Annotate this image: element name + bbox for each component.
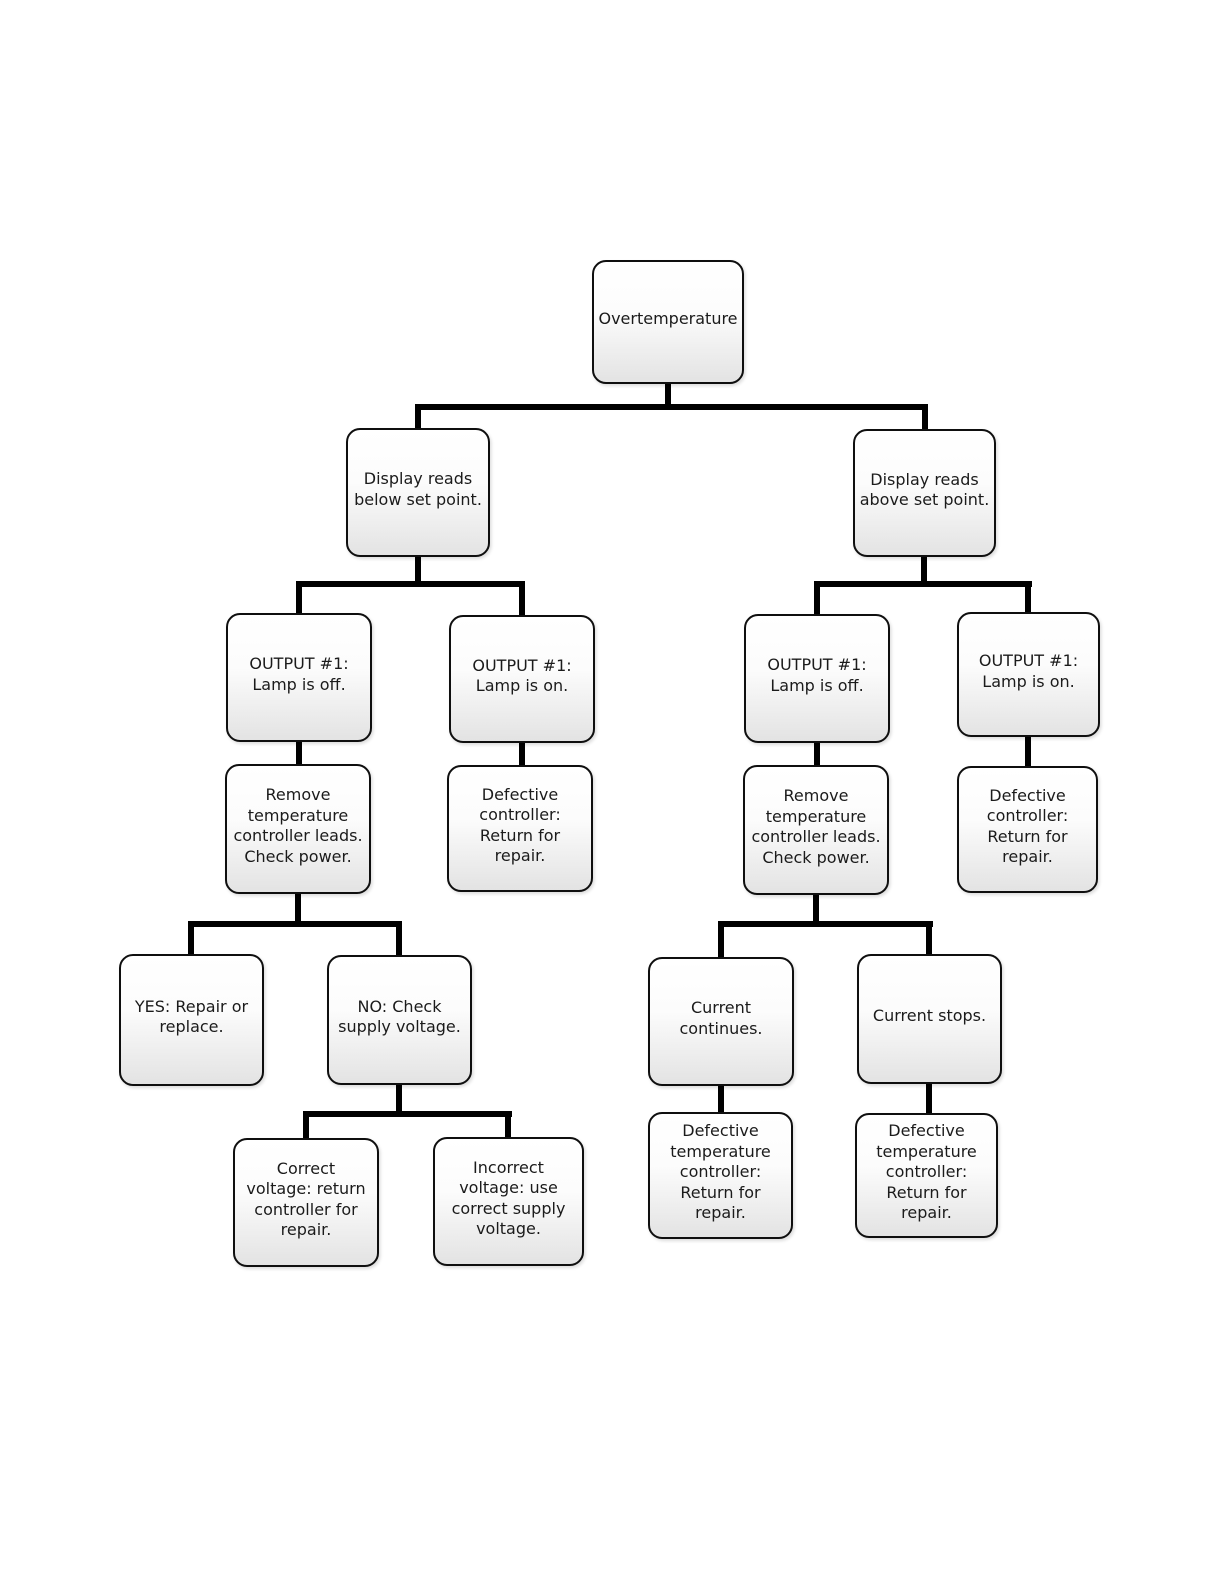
connector-below-lampoff-stem <box>296 740 302 766</box>
node-defective-temp-controller-continues: Defective temperature controller: Return… <box>648 1112 793 1239</box>
node-correct-voltage: Correct voltage: return controller for r… <box>233 1138 379 1267</box>
node-defective-temp-controller-stops: Defective temperature controller: Return… <box>855 1113 998 1238</box>
connector-root-stem <box>665 382 671 410</box>
connector-below-remove-drop-left <box>188 921 194 956</box>
connector-root-drop-right <box>922 404 928 431</box>
node-no-check-supply-voltage-label: NO: Check supply voltage. <box>338 996 461 1037</box>
node-above-remove-leads: Remove temperature controller leads. Che… <box>743 765 889 895</box>
connector-above-remove-stem <box>813 893 819 927</box>
node-overtemperature: Overtemperature <box>592 260 744 384</box>
connector-above-remove-drop-left <box>718 921 724 959</box>
connector-root-drop-left <box>415 404 421 430</box>
node-below-remove-leads-label: Remove temperature controller leads. Che… <box>233 785 363 866</box>
connector-below-remove-stem <box>295 892 301 927</box>
connector-no-stem <box>396 1083 402 1117</box>
node-below-lamp-on: OUTPUT #1: Lamp is on. <box>449 615 595 743</box>
node-below-remove-leads: Remove temperature controller leads. Che… <box>225 764 371 894</box>
connector-above-remove-drop-right <box>926 921 932 956</box>
connector-below-hbar <box>296 581 525 587</box>
connector-below-stem <box>415 555 421 587</box>
connector-above-drop-right <box>1025 581 1031 614</box>
node-above-lamp-on-label: OUTPUT #1: Lamp is on. <box>978 651 1079 691</box>
connector-below-remove-drop-right <box>396 921 402 957</box>
node-current-continues: Current continues. <box>648 957 794 1086</box>
connector-below-lampon-stem <box>519 741 525 767</box>
node-current-stops: Current stops. <box>857 954 1002 1084</box>
connector-above-lampoff-stem <box>814 741 820 767</box>
connector-above-stem <box>921 555 927 587</box>
connector-continues-stem <box>718 1084 724 1114</box>
node-display-above-setpoint: Display reads above set point. <box>853 429 996 557</box>
connector-no-drop-right <box>505 1111 511 1139</box>
connector-no-drop-left <box>303 1111 309 1140</box>
node-below-defective-controller: Defective controller: Return for repair. <box>447 765 593 892</box>
node-below-lamp-off: OUTPUT #1: Lamp is off. <box>226 613 372 742</box>
node-above-defective-controller: Defective controller: Return for repair. <box>957 766 1098 893</box>
node-below-lamp-off-label: OUTPUT #1: Lamp is off. <box>249 654 349 694</box>
node-above-lamp-off: OUTPUT #1: Lamp is off. <box>744 614 890 743</box>
node-no-check-supply-voltage: NO: Check supply voltage. <box>327 955 472 1085</box>
connector-above-drop-left <box>814 581 820 616</box>
connector-root-hbar <box>415 404 928 410</box>
node-below-lamp-on-label: OUTPUT #1: Lamp is on. <box>472 655 572 696</box>
node-display-below-setpoint: Display reads below set point. <box>346 428 490 557</box>
connector-no-hbar <box>303 1111 512 1117</box>
node-incorrect-voltage: Incorrect voltage: use correct supply vo… <box>433 1137 584 1266</box>
node-below-defective-controller-label: Defective controller: Return for repair. <box>479 784 561 866</box>
node-display-below-setpoint-label: Display reads below set point. <box>354 469 482 509</box>
connector-stops-stem <box>926 1082 932 1115</box>
node-current-continues-label: Current continues. <box>679 998 763 1038</box>
node-above-defective-controller-label: Defective controller: Return for repair. <box>986 785 1069 867</box>
node-yes-repair-replace-label: YES: Repair or replace. <box>134 996 249 1037</box>
connector-below-drop-left <box>296 581 302 615</box>
node-defective-temp-controller-continues-label: Defective temperature controller: Return… <box>670 1121 771 1223</box>
connector-below-drop-right <box>519 581 525 617</box>
node-yes-repair-replace: YES: Repair or replace. <box>119 954 264 1086</box>
node-current-stops-label: Current stops. <box>872 1005 987 1025</box>
node-overtemperature-label: Overtemperature <box>598 308 738 328</box>
connector-above-lampon-stem <box>1025 735 1031 768</box>
node-above-lamp-on: OUTPUT #1: Lamp is on. <box>957 612 1100 737</box>
node-defective-temp-controller-stops-label: Defective temperature controller: Return… <box>876 1121 977 1223</box>
node-display-above-setpoint-label: Display reads above set point. <box>859 469 990 510</box>
node-above-remove-leads-label: Remove temperature controller leads. Che… <box>751 786 881 867</box>
node-above-lamp-off-label: OUTPUT #1: Lamp is off. <box>767 655 867 695</box>
node-incorrect-voltage-label: Incorrect voltage: use correct supply vo… <box>451 1157 566 1239</box>
connector-above-hbar <box>814 581 1032 587</box>
connector-above-remove-hbar <box>718 921 933 927</box>
connector-below-remove-hbar <box>188 921 402 927</box>
node-correct-voltage-label: Correct voltage: return controller for r… <box>246 1158 366 1240</box>
